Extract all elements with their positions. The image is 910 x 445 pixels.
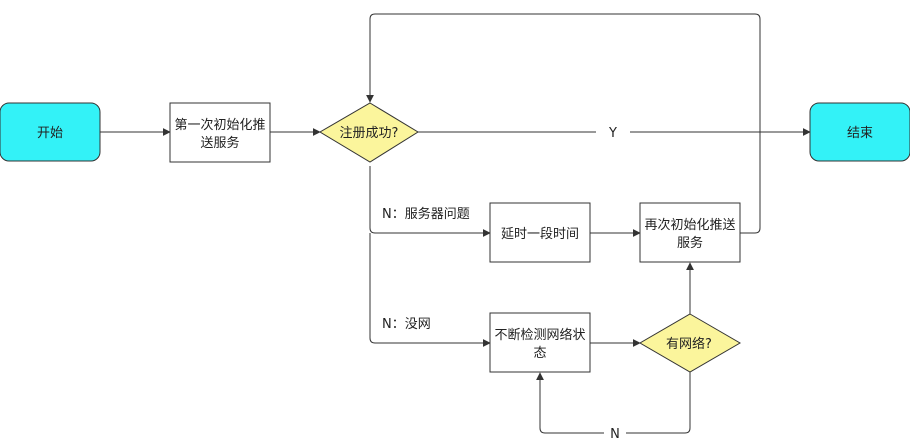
edge-label-bg (596, 122, 630, 142)
start-label: 开始 (37, 126, 63, 141)
reinit-node: 再次初始化推送 服务 (639, 202, 741, 263)
edge-label-no-network: N：没网 (382, 317, 431, 332)
edge-label-server-issue: N：服务器问题 (382, 206, 470, 222)
delay-label: 延时一段时间 (501, 227, 579, 242)
detect-network-label-line2: 态 (533, 346, 546, 361)
start-node: 开始 (0, 102, 101, 162)
delay-node: 延时一段时间 (489, 202, 591, 263)
detect-network-label-line1: 不断检测网络状 (494, 327, 585, 343)
end-node: 结束 (809, 102, 910, 162)
register-success-label: 注册成功? (340, 126, 399, 141)
first-init-label-line1: 第一次初始化推 (174, 117, 265, 133)
reinit-label-line2: 服务 (677, 235, 703, 251)
first-init-node: 第一次初始化推 送服务 (169, 102, 271, 163)
has-network-label: 有网络? (666, 336, 712, 352)
edge-label-bg (604, 423, 626, 443)
detect-network-node: 不断检测网络状 态 (489, 312, 591, 373)
first-init-label-line2: 送服务 (200, 135, 239, 151)
edge-label-loop-no: N (610, 427, 620, 442)
register-success-decision: 注册成功? (319, 102, 419, 163)
edge-reinit-back-to-register-check (366, 13, 761, 234)
edge-register-no-to-delay (369, 166, 491, 237)
edge-label-yes: Y (608, 126, 617, 141)
end-label: 结束 (847, 126, 873, 141)
reinit-label-line1: 再次初始化推送 (644, 217, 735, 233)
edge-register-no-to-detect (369, 233, 491, 347)
has-network-decision: 有网络? (639, 313, 741, 373)
